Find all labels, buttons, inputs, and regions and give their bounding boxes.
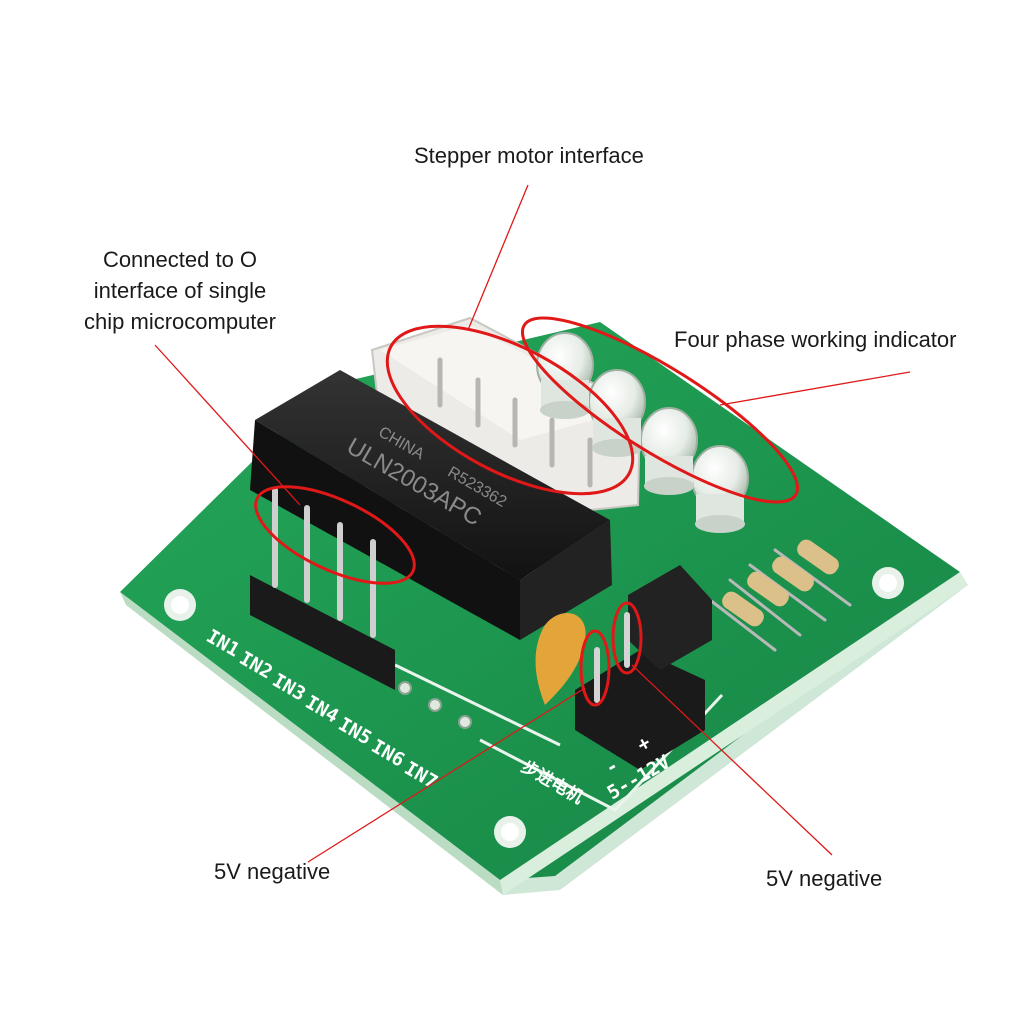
callout-negative-right: 5V negative	[766, 866, 883, 891]
highlight-led-indicators	[520, 316, 800, 504]
uln2003-chip: CHINA R523362 ULN2003APC	[250, 370, 612, 640]
power-jumper	[575, 565, 712, 770]
callout-negative-left: 5V negative	[214, 859, 331, 884]
callout-connected-line2: interface of single	[93, 278, 267, 303]
callout-connected-line3: chip microcomputer	[84, 309, 276, 334]
resistors	[708, 539, 852, 652]
solder-pads	[398, 681, 472, 729]
annotation-highlights	[254, 316, 800, 707]
leader-lines	[154, 184, 911, 863]
highlight-motor-connector	[385, 324, 635, 496]
highlight-input-pins	[254, 485, 416, 585]
callout-connected: Connected to O interface of single chip …	[55, 244, 305, 337]
callout-connected-line1: Connected to O	[102, 247, 258, 272]
callout-four-phase: Four phase working indicator	[674, 327, 957, 352]
capacitor	[535, 613, 586, 705]
highlight-negative-pin-right	[611, 601, 643, 675]
mounting-holes	[164, 567, 904, 848]
callout-stepper-motor: Stepper motor interface	[414, 143, 644, 168]
highlight-negative-pin-left	[579, 629, 611, 707]
input-pin-header	[250, 487, 395, 690]
